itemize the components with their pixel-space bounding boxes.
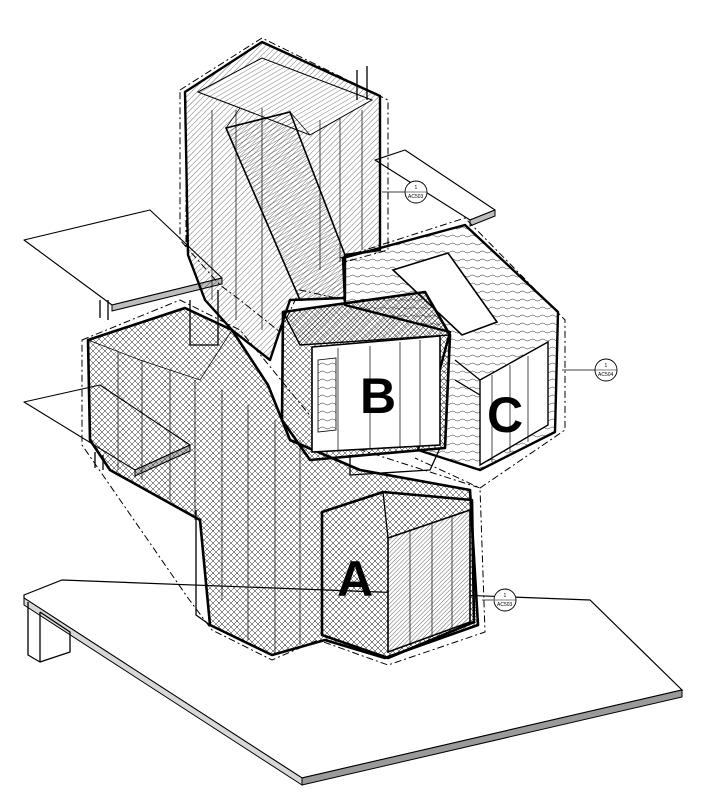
section-tag-c-sheet: AC504 — [598, 372, 614, 378]
module-label-b: B — [360, 368, 396, 424]
section-tag-a-number: 1 — [504, 593, 507, 599]
module-label-a: A — [337, 551, 373, 607]
section-tag-b: 1 AC503 — [404, 180, 428, 204]
module-label-c: C — [487, 387, 523, 443]
section-tag-b-number: 1 — [415, 185, 418, 191]
ground-slab — [23, 579, 684, 786]
section-tag-a: 1 AC503 — [493, 588, 517, 612]
section-tag-a-sheet: AC503 — [497, 602, 513, 608]
upper-left-floor-plate — [23, 209, 223, 346]
section-tag-c: 1 AC504 — [594, 358, 618, 382]
module-a — [320, 490, 476, 660]
module-b — [280, 290, 452, 476]
section-tag-b-sheet: AC503 — [408, 194, 424, 200]
tower — [183, 40, 382, 362]
section-tag-c-number: 1 — [605, 363, 608, 369]
right-floor-plate — [374, 149, 496, 227]
